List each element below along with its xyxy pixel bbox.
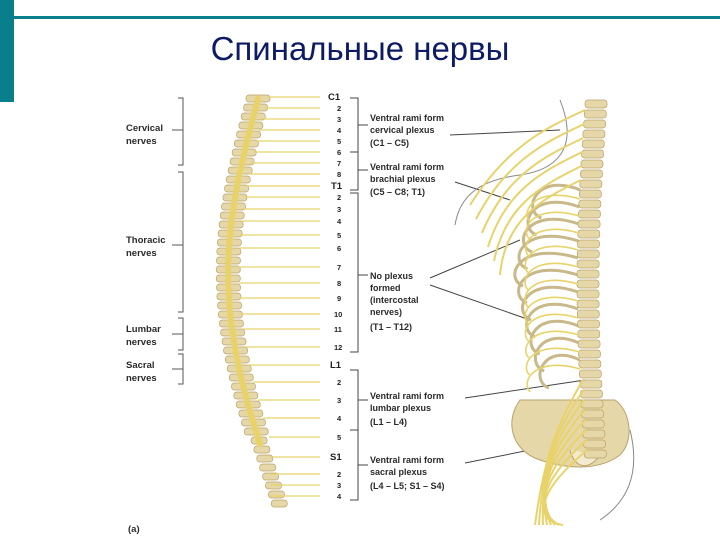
level-l5: 5 [337, 433, 341, 442]
level-l4: 4 [337, 414, 342, 423]
cervical-bracket [178, 98, 183, 165]
annotation-brachial-plexus: Ventral rami form brachial plexus (C5 – … [370, 162, 447, 197]
vertebra [257, 455, 273, 462]
level-c3: 3 [337, 115, 341, 124]
vertebra [271, 500, 287, 507]
vertebra [577, 240, 599, 248]
plexus-brackets [350, 98, 368, 500]
level-c6: 6 [337, 148, 341, 157]
label-thoracic-nerves: Thoracic nerves [126, 235, 168, 259]
level-t6: 6 [337, 244, 341, 253]
level-s2: 2 [337, 470, 341, 479]
spinal-nerve-lines [238, 97, 320, 496]
level-c8: 8 [337, 170, 341, 179]
vertebra [578, 220, 600, 228]
vertebra [584, 120, 606, 128]
level-c2: 2 [337, 104, 341, 113]
vertebra [579, 200, 601, 208]
vertebra [577, 280, 599, 288]
vertebra [577, 300, 599, 308]
vertebra [268, 491, 284, 498]
vertebral-level-labels: C1 2 3 4 5 6 7 8 T1 2 3 4 5 6 7 8 9 10 1… [328, 92, 343, 501]
vertebra [582, 140, 604, 148]
vertebra [582, 420, 604, 428]
vertebra [584, 110, 606, 118]
thoracic-bracket [178, 172, 183, 312]
level-t11: 11 [334, 325, 342, 334]
vertebra [580, 180, 602, 188]
vertebra [577, 320, 599, 328]
vertebra [577, 270, 599, 278]
label-lumbar-nerves: Lumbar nerves [126, 324, 163, 348]
annotation-sacral-plexus: Ventral rami form sacral plexus (L4 – L5… [370, 455, 447, 491]
vertebra [579, 370, 601, 378]
vertebra [584, 440, 606, 448]
vertebra [577, 310, 599, 318]
annotation-lumbar-plexus: Ventral rami form lumbar plexus (L1 – L4… [370, 391, 447, 427]
vertebra [577, 290, 599, 298]
vertebra [254, 446, 270, 453]
vertebra [582, 150, 604, 158]
level-t5: 5 [337, 231, 341, 240]
level-l2: 2 [337, 378, 341, 387]
vertebra [578, 340, 600, 348]
panel-label: (a) [128, 524, 140, 535]
level-t4: 4 [337, 217, 342, 226]
level-t1: T1 [331, 181, 343, 192]
level-c7: 7 [337, 159, 341, 168]
level-l3: 3 [337, 396, 341, 405]
vertebra [582, 410, 604, 418]
vertebra [578, 210, 600, 218]
level-c1: C1 [328, 92, 341, 103]
vertebra [579, 190, 601, 198]
level-t2: 2 [337, 193, 341, 202]
level-t8: 8 [337, 279, 341, 288]
rib [540, 355, 580, 388]
vertebra [260, 464, 276, 471]
label-sacral-nerves: Sacral nerves [126, 360, 157, 384]
vertebra [583, 130, 605, 138]
level-t10: 10 [334, 310, 342, 319]
level-l1: L1 [330, 360, 342, 371]
anterior-view-figure [455, 100, 634, 525]
level-s4: 4 [337, 492, 342, 501]
level-c4: 4 [337, 126, 342, 135]
level-t3: 3 [337, 205, 341, 214]
vertebra [577, 250, 599, 258]
nerve [470, 110, 585, 205]
level-s1: S1 [330, 452, 342, 463]
vertebra [578, 230, 600, 238]
vertebra [577, 260, 599, 268]
annotation-no-plexus: No plexus formed (intercostal nerves) (T… [370, 271, 421, 332]
level-t7: 7 [337, 263, 341, 272]
nerve [500, 180, 581, 275]
spinal-column-left [216, 95, 287, 507]
level-s3: 3 [337, 481, 341, 490]
label-cervical-nerves: Cervical nerves [126, 123, 166, 147]
vertebra [579, 360, 601, 368]
level-c5: 5 [337, 137, 341, 146]
vertebra [585, 100, 607, 108]
vertebra [578, 350, 600, 358]
vertebra [581, 160, 603, 168]
intercostal-nerve [527, 365, 580, 392]
vertebra [584, 450, 606, 458]
body-outline [455, 100, 567, 225]
annotation-cervical-plexus: Ventral rami form cervical plexus (C1 – … [370, 113, 447, 148]
group-brackets [172, 98, 183, 384]
level-t9: 9 [337, 294, 341, 303]
level-t12: 12 [334, 343, 342, 352]
vertebra [578, 330, 600, 338]
vertebra [580, 170, 602, 178]
vertebra [583, 430, 605, 438]
